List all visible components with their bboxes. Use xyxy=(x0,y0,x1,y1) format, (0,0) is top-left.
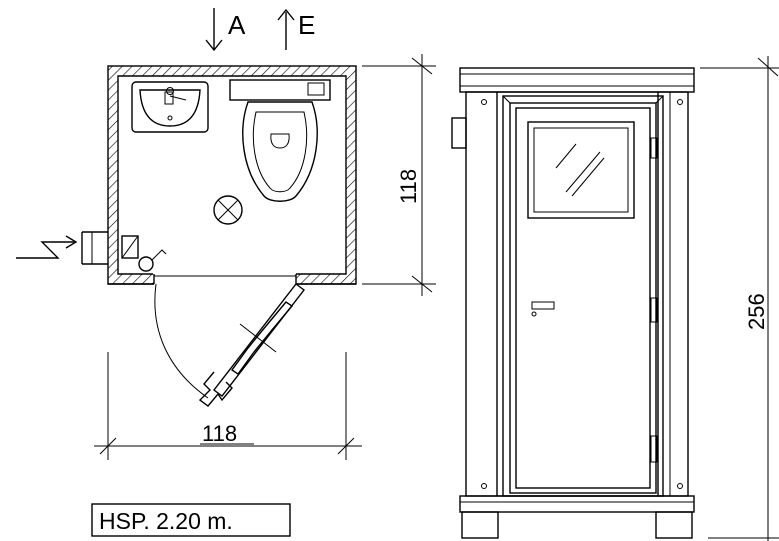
elevation-height-value: 256 xyxy=(744,293,769,330)
inlet-arrow xyxy=(205,8,223,52)
plan-depth-value: 118 xyxy=(396,169,421,204)
door-swing xyxy=(154,283,305,407)
tank-icon xyxy=(121,235,167,272)
vent-icon xyxy=(213,195,243,225)
sink-icon xyxy=(131,81,209,133)
wall-hatch xyxy=(108,66,356,284)
external-connection xyxy=(81,231,108,265)
height-note-text: HSP. 2.20 m. xyxy=(99,508,233,534)
hinge-middle xyxy=(650,297,658,323)
door-window xyxy=(527,121,635,219)
outer-wall xyxy=(107,65,357,285)
plan-view xyxy=(16,65,357,407)
front-elevation xyxy=(451,67,695,539)
plan-depth-dimension: 118 xyxy=(362,54,436,296)
height-note: HSP. 2.20 m. xyxy=(91,503,291,537)
hinge-bottom xyxy=(650,435,658,463)
door-handle-icon xyxy=(531,301,555,310)
plan-width-dimension: 118 xyxy=(94,352,362,460)
foot-right xyxy=(655,511,693,539)
side-box xyxy=(451,117,467,149)
connection-arrow-icon xyxy=(16,235,78,259)
foot-left xyxy=(461,511,499,539)
elevation-height-dimension: 256 xyxy=(700,56,779,541)
inlet-label: A xyxy=(228,10,246,40)
toilet-icon xyxy=(229,79,331,202)
hinge-top xyxy=(650,137,658,159)
plan-width-value: 118 xyxy=(202,421,237,446)
outlet-arrow xyxy=(277,8,295,50)
outlet-label: E xyxy=(298,10,315,40)
